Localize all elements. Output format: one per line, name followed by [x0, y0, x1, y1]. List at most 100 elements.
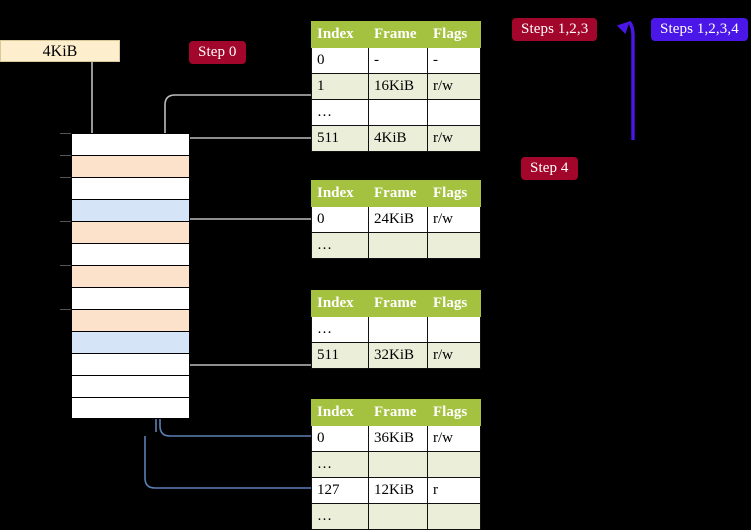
- badge-steps-1234: Steps 1,2,3,4: [651, 18, 748, 41]
- table-cell-index: 0: [311, 206, 369, 233]
- wire-table1-lead: [164, 94, 311, 140]
- table-row: …: [311, 99, 481, 126]
- table-cell-flags: r: [427, 477, 481, 504]
- table-cell-flags: r/w: [427, 342, 481, 369]
- table-cell-flags: r/w: [427, 73, 481, 100]
- table-cell-index: …: [311, 316, 369, 343]
- column-header-flags: Flags: [427, 399, 481, 426]
- table-row: 0--: [311, 47, 481, 74]
- table-cell-frame: [368, 232, 428, 259]
- memory-row-tick: [60, 265, 71, 267]
- table-cell-index: 1: [311, 73, 369, 100]
- column-header-frame: Frame: [368, 399, 428, 426]
- table-cell-flags: [427, 503, 481, 530]
- wire-table2-to-memory: [175, 218, 311, 247]
- badge-step-4: Step 4: [521, 157, 578, 180]
- table-cell-frame: [368, 503, 428, 530]
- table-cell-index: …: [311, 503, 369, 530]
- table-cell-index: 511: [311, 342, 369, 369]
- table-cell-index: 511: [311, 125, 369, 152]
- memory-row-tick: [60, 309, 71, 311]
- table-cell-flags: [427, 316, 481, 343]
- table-row: …: [311, 316, 481, 343]
- table-cell-frame: 4KiB: [368, 125, 428, 152]
- table-cell-frame: 12KiB: [368, 477, 428, 504]
- table-cell-flags: r/w: [427, 206, 481, 233]
- table-cell-flags: [427, 232, 481, 259]
- table-cell-flags: r/w: [427, 125, 481, 152]
- memory-frame-row: [71, 309, 190, 331]
- arrow-steps-1234: [616, 20, 635, 140]
- memory-frame-row: [71, 397, 190, 419]
- memory-row-tick: [60, 221, 71, 223]
- column-header-frame: Frame: [368, 180, 428, 207]
- column-header-frame: Frame: [368, 21, 428, 48]
- badge-steps-123: Steps 1,2,3: [512, 18, 598, 41]
- table-cell-flags: [427, 99, 481, 126]
- table-cell-frame: -: [368, 47, 428, 74]
- column-header-flags: Flags: [427, 180, 481, 207]
- table-cell-index: …: [311, 451, 369, 478]
- memory-row-tick: [60, 177, 71, 179]
- table-row: …: [311, 503, 481, 530]
- table-cell-frame: 16KiB: [368, 73, 428, 100]
- column-header-flags: Flags: [427, 21, 481, 48]
- column-header-index: Index: [311, 399, 369, 426]
- table-row: …: [311, 232, 481, 259]
- table-cell-index: …: [311, 99, 369, 126]
- table-cell-flags: r/w: [427, 425, 481, 452]
- physical-memory-grid: [60, 133, 190, 419]
- column-header-flags: Flags: [427, 290, 481, 317]
- memory-frame-row: [71, 155, 190, 177]
- table-cell-frame: 32KiB: [368, 342, 428, 369]
- column-header-index: Index: [311, 180, 369, 207]
- memory-frame-row: [71, 199, 190, 221]
- memory-row-tick: [60, 133, 71, 135]
- table-cell-index: 127: [311, 477, 369, 504]
- memory-frame-row: [71, 177, 190, 199]
- table-cell-frame: 36KiB: [368, 425, 428, 452]
- table-cell-flags: -: [427, 47, 481, 74]
- column-header-index: Index: [311, 21, 369, 48]
- table-cell-frame: 24KiB: [368, 206, 428, 233]
- table-cell-frame: [368, 451, 428, 478]
- wire-table4-row127-to-memory: [144, 436, 311, 489]
- wire-table4-row0-to-memory: [152, 210, 311, 437]
- table-cell-index: 0: [311, 425, 369, 452]
- memory-frame-row: [71, 287, 190, 309]
- column-header-frame: Frame: [368, 290, 428, 317]
- memory-frame-row: [71, 243, 190, 265]
- wire-table3-to-memory: [170, 311, 311, 366]
- memory-frame-row: [71, 133, 190, 155]
- table-row: …: [311, 451, 481, 478]
- memory-frame-row: [71, 265, 190, 287]
- memory-row-tick: [60, 155, 71, 157]
- frame-4kib-label: 4KiB: [42, 43, 78, 60]
- table-cell-frame: [368, 99, 428, 126]
- table-cell-index: 0: [311, 47, 369, 74]
- column-header-index: Index: [311, 290, 369, 317]
- memory-frame-row: [71, 375, 190, 397]
- frame-4kib-box: 4KiB: [0, 40, 120, 62]
- memory-frame-row: [71, 331, 190, 353]
- table-cell-frame: [368, 316, 428, 343]
- badge-step-0: Step 0: [189, 41, 246, 64]
- memory-frame-row: [71, 353, 190, 375]
- table-cell-flags: [427, 451, 481, 478]
- memory-frame-row: [71, 221, 190, 243]
